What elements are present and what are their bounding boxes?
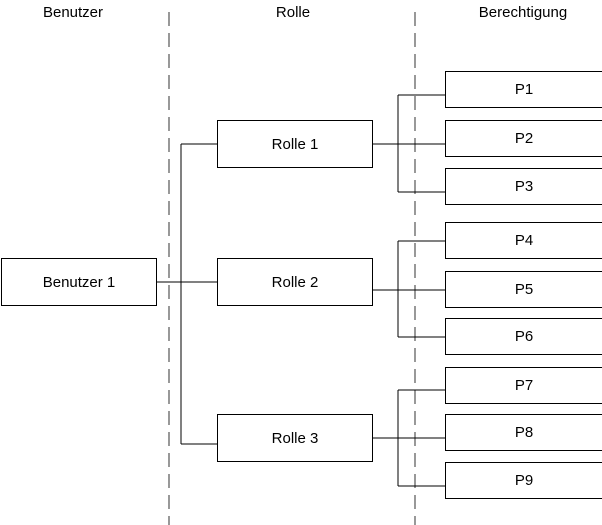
role-label: Rolle 1 [271,135,319,153]
permission-label: P6 [514,328,534,345]
permission-label: P4 [514,232,534,249]
permission-box-p5: P5 [445,271,602,308]
column-header-permissions: Berechtigung [478,4,568,21]
permission-box-p4: P4 [445,222,602,259]
role-box-3: Rolle 3 [217,414,373,462]
role-3-permission-connector [373,389,445,487]
permission-label: P8 [514,424,534,441]
role-1-permission-connector [373,94,445,193]
column-header-roles: Rolle [275,4,311,21]
role-label: Rolle 3 [271,429,319,447]
role-label: Rolle 2 [271,273,319,291]
permission-box-p2: P2 [445,120,602,157]
role-2-permission-connector [373,240,445,338]
permission-box-p6: P6 [445,318,602,355]
permission-box-p7: P7 [445,367,602,404]
permission-label: P5 [514,281,534,298]
permission-box-p9: P9 [445,462,602,499]
permission-label: P7 [514,377,534,394]
permission-label: P3 [514,178,534,195]
role-box-2: Rolle 2 [217,258,373,306]
user-label: Benutzer 1 [42,273,116,291]
role-box-1: Rolle 1 [217,120,373,168]
permission-label: P2 [514,130,534,147]
permission-label: P1 [514,81,534,98]
user-box: Benutzer 1 [1,258,157,306]
permission-box-p1: P1 [445,71,602,108]
column-header-users: Benutzer [42,4,104,21]
user-role-connector [157,143,217,445]
permission-box-p8: P8 [445,414,602,451]
permission-label: P9 [514,472,534,489]
permission-box-p3: P3 [445,168,602,205]
